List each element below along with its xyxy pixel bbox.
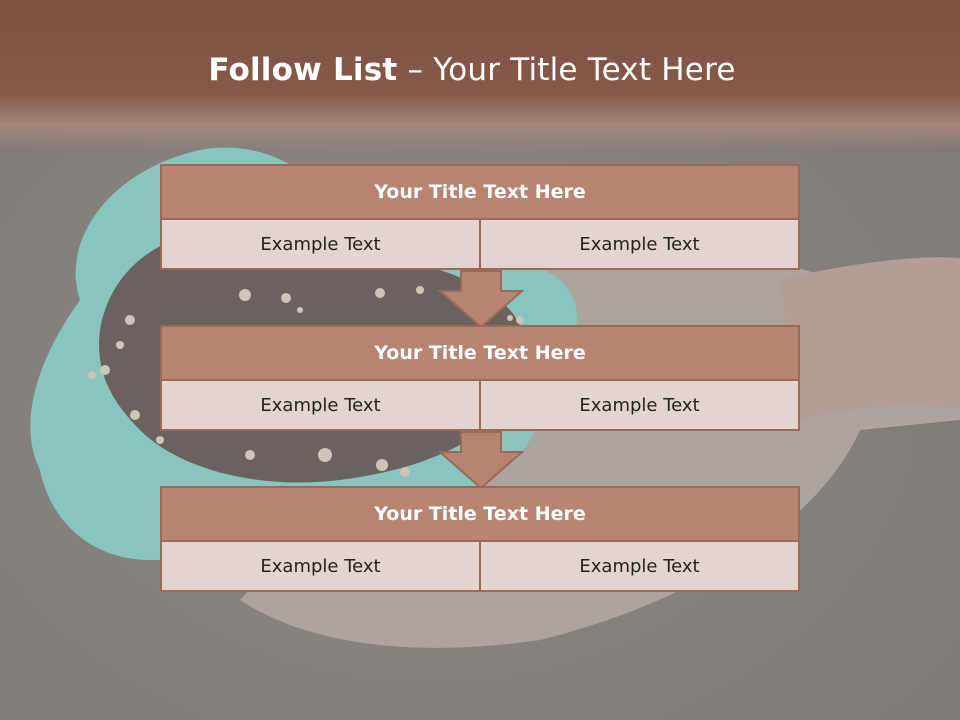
step-title: Your Title Text Here (160, 164, 800, 220)
step-row: Example Text Example Text (160, 381, 800, 431)
slide-title-bold: Follow List (208, 52, 398, 88)
step-cell-right: Example Text (481, 220, 800, 270)
step-block-1: Your Title Text Here Example Text Exampl… (160, 164, 800, 270)
step-row: Example Text Example Text (160, 542, 800, 592)
step-cell-right: Example Text (481, 381, 800, 431)
step-title: Your Title Text Here (160, 486, 800, 542)
slide-title: Follow List – Your Title Text Here (0, 52, 944, 88)
header-band (0, 0, 960, 150)
step-block-2: Your Title Text Here Example Text Exampl… (160, 325, 800, 431)
step-cell-right: Example Text (481, 542, 800, 592)
step-cell-left: Example Text (160, 381, 481, 431)
step-block-3: Your Title Text Here Example Text Exampl… (160, 486, 800, 592)
step-cell-left: Example Text (160, 542, 481, 592)
step-cell-left: Example Text (160, 220, 481, 270)
down-arrow-icon (438, 270, 524, 328)
step-row: Example Text Example Text (160, 220, 800, 270)
slide-title-rest: – Your Title Text Here (397, 52, 736, 88)
down-arrow-icon (438, 431, 524, 489)
step-title: Your Title Text Here (160, 325, 800, 381)
